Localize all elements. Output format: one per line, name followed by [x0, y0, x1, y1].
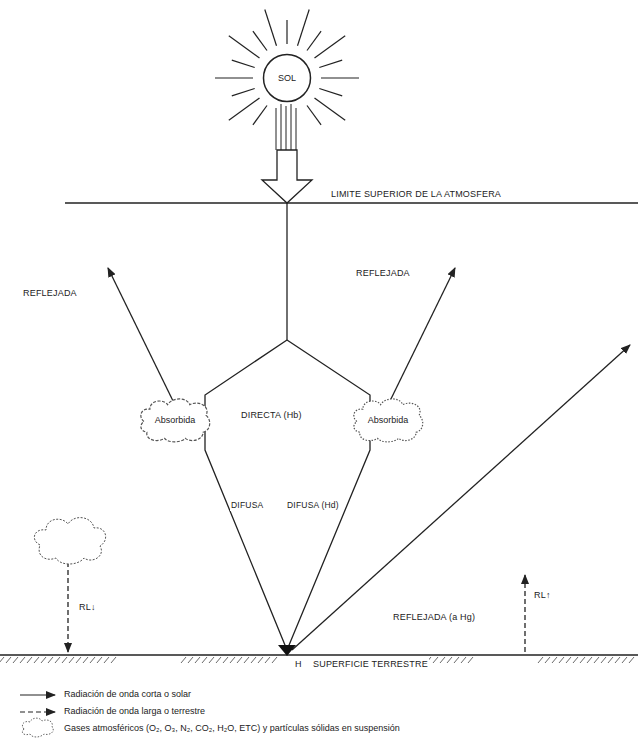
- point-marker: [278, 645, 296, 656]
- hatch-stroke: [34, 657, 39, 663]
- sun-ray: [307, 31, 321, 50]
- hatch-stroke: [181, 657, 186, 663]
- hatch-stroke: [62, 657, 67, 663]
- boundary-label: SUPERFICIE TERRESTRE: [312, 659, 429, 670]
- hatch-stroke: [538, 657, 543, 663]
- cloud: [34, 518, 105, 564]
- sun-label: SOL: [278, 73, 296, 83]
- hatch-stroke: [195, 657, 200, 663]
- hatch-stroke: [629, 657, 634, 663]
- hatch-stroke: [447, 657, 452, 663]
- sun-ray: [265, 10, 277, 46]
- atmosphere-limit: [65, 202, 638, 203]
- hatch-stroke: [13, 657, 18, 663]
- sun-ray: [229, 98, 260, 120]
- hatch-stroke: [41, 657, 46, 663]
- flow-label: REFLEJADA (a Hg): [392, 612, 476, 623]
- hatch-stroke: [111, 657, 116, 663]
- hatch-stroke: [601, 657, 606, 663]
- hatch-stroke: [76, 657, 81, 663]
- hatch-stroke: [27, 657, 32, 663]
- absorption-cloud: Absorbida: [351, 397, 425, 443]
- flow-label: REFLEJADA: [22, 288, 78, 299]
- sun-ray: [315, 98, 346, 120]
- hatch-stroke: [622, 657, 627, 663]
- hatch-stroke: [594, 657, 599, 663]
- incoming-arrow: [262, 150, 312, 203]
- sun-ray: [286, 20, 287, 44]
- boundary-label: LIMITE SUPERIOR DE LA ATMOSFERA: [330, 189, 502, 200]
- sun-circle: SOL: [262, 53, 312, 103]
- hatch-stroke: [244, 657, 249, 663]
- hatch-stroke: [223, 657, 228, 663]
- hatch-stroke: [573, 657, 578, 663]
- sun-ray: [232, 60, 255, 67]
- cloud-label: Absorbida: [368, 415, 409, 425]
- sun-ray: [298, 10, 310, 46]
- ground-line: [0, 654, 638, 655]
- sun-rays: [215, 10, 359, 125]
- sunbeam-lines: [276, 104, 296, 150]
- longwave-arrows: [68, 562, 525, 652]
- hatch-stroke: [104, 657, 109, 663]
- flow-label: REFLEJADA: [355, 268, 411, 279]
- legend-samples: [20, 695, 55, 737]
- hatch-stroke: [545, 657, 550, 663]
- sun-ray: [319, 89, 342, 96]
- sun-ray: [319, 60, 342, 67]
- sun-ray: [232, 89, 255, 96]
- sun-ray: [321, 77, 359, 78]
- hatch-stroke: [615, 657, 620, 663]
- hatch-stroke: [580, 657, 585, 663]
- hatch-stroke: [237, 657, 242, 663]
- point-label: H: [294, 659, 303, 670]
- hatch-stroke: [97, 657, 102, 663]
- sun-ray: [307, 106, 321, 125]
- hatch-stroke: [566, 657, 571, 663]
- hatch-stroke: [454, 657, 459, 663]
- hatch-stroke: [258, 657, 263, 663]
- hatch-stroke: [202, 657, 207, 663]
- hatch-stroke: [440, 657, 445, 663]
- hatch-stroke: [559, 657, 564, 663]
- hatch-stroke: [216, 657, 221, 663]
- legend-text: Radiación de onda corta o solar: [64, 689, 191, 700]
- hatch-stroke: [272, 657, 277, 663]
- hatch-stroke: [90, 657, 95, 663]
- sun-ray: [315, 36, 346, 58]
- flow-label: DIRECTA (Hb): [240, 410, 303, 421]
- hatch-stroke: [230, 657, 235, 663]
- hatch-stroke: [209, 657, 214, 663]
- hatch-stroke: [69, 657, 74, 663]
- sun-ray: [215, 77, 253, 78]
- cloud-label: Absorbida: [155, 415, 196, 425]
- hatch-stroke: [83, 657, 88, 663]
- symbol-label: RL↓: [78, 602, 97, 613]
- legend-text: Gases atmosféricos (O₂, O₃, N₂, CO₂, H₂O…: [64, 723, 400, 734]
- flow-label: DIFUSA: [230, 500, 264, 511]
- hatch-stroke: [48, 657, 53, 663]
- shortwave-paths: [108, 203, 630, 650]
- hatch-stroke: [552, 657, 557, 663]
- sun-ray: [229, 36, 260, 58]
- sun-ray: [253, 106, 267, 125]
- hatch-stroke: [433, 657, 438, 663]
- hatch-stroke: [20, 657, 25, 663]
- sun-ray: [253, 31, 267, 50]
- hatch-stroke: [6, 657, 11, 663]
- hatch-stroke: [251, 657, 256, 663]
- legend-text: Radiación de onda larga o terrestre: [64, 706, 205, 717]
- hatch-stroke: [55, 657, 60, 663]
- symbol-label: RL↑: [533, 590, 552, 601]
- absorption-cloud: Absorbida: [138, 397, 212, 443]
- hatch-stroke: [188, 657, 193, 663]
- hatch-stroke: [587, 657, 592, 663]
- flow-label: DIFUSA (Hd): [286, 500, 340, 511]
- hatch-stroke: [265, 657, 270, 663]
- hatch-stroke: [461, 657, 466, 663]
- hatch-stroke: [468, 657, 473, 663]
- hatch-stroke: [608, 657, 613, 663]
- hatch-stroke: [0, 657, 4, 663]
